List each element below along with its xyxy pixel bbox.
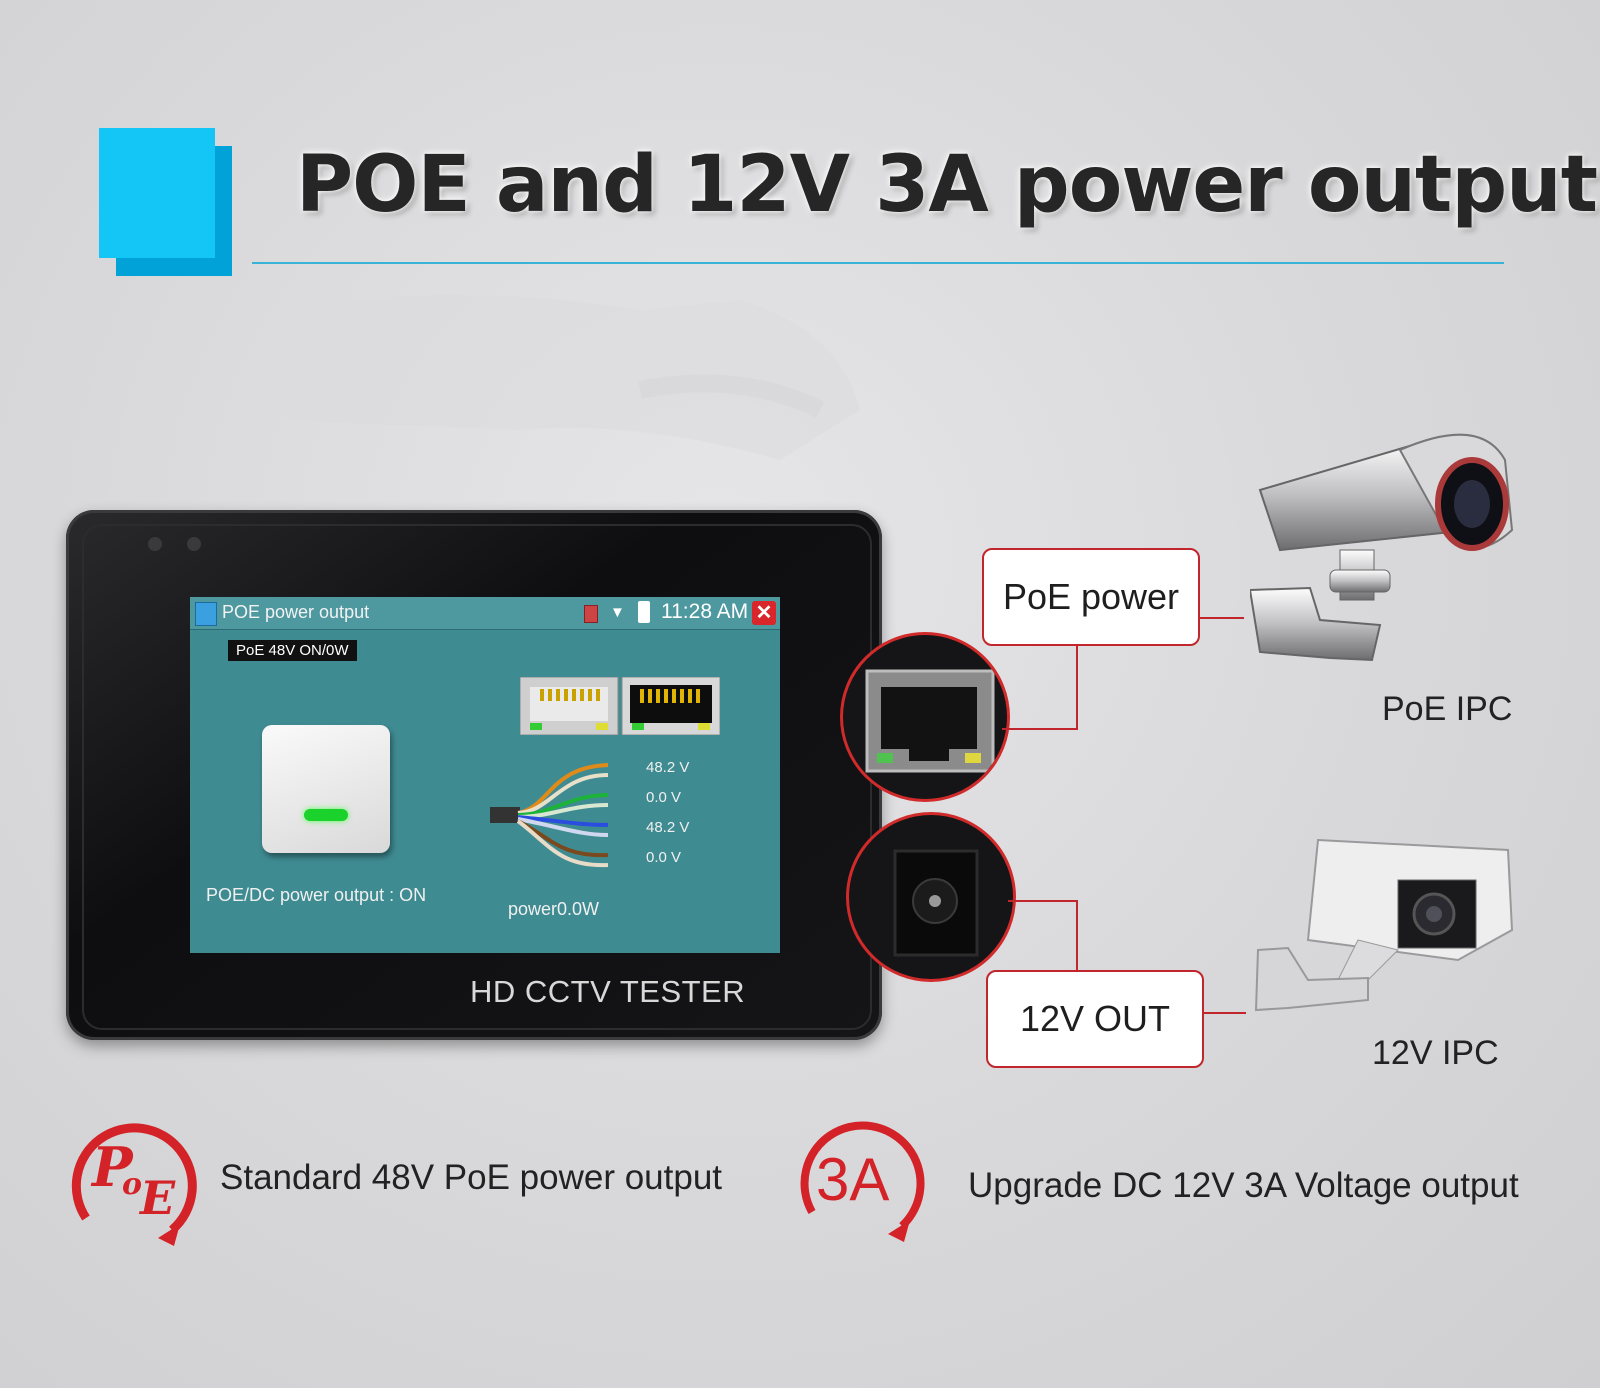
wifi-icon: ▼	[610, 604, 625, 621]
pair-4-voltage: 0.0 V	[646, 849, 682, 866]
screen-window-title: POE power output	[222, 602, 370, 622]
sensor-dot	[187, 537, 201, 551]
close-icon[interactable]: ✕	[752, 601, 776, 625]
feature-poe-text: Standard 48V PoE power output	[220, 1158, 723, 1197]
background-ghost-image	[260, 295, 860, 460]
svg-text:3A: 3A	[816, 1146, 889, 1213]
svg-text:P: P	[90, 1135, 134, 1199]
device-label: HD CCTV TESTER	[470, 974, 746, 1009]
pair-3-voltage: 48.2 V	[646, 819, 690, 836]
poe-ipc-label: PoE IPC	[1382, 690, 1513, 728]
dc-jack-icon	[893, 849, 979, 957]
dc-jack-zoom	[846, 812, 1016, 982]
rj45-port-zoom	[840, 632, 1010, 802]
screen-status-bar: POE power output ▼ 11:28 AM ✕	[190, 597, 780, 630]
callout-connector	[1008, 900, 1078, 902]
box-camera-icon	[1254, 838, 1514, 1012]
battery-icon	[638, 601, 650, 623]
svg-text:o: o	[122, 1167, 142, 1202]
pair-1-voltage: 48.2 V	[646, 759, 690, 776]
power-output-value: power0.0W	[508, 899, 600, 919]
poe-status-badge: PoE 48V ON/0W	[228, 640, 357, 661]
record-icon	[584, 605, 598, 623]
app-icon	[195, 602, 217, 626]
pair-2-voltage: 0.0 V	[646, 789, 682, 806]
feature-3a-text: Upgrade DC 12V 3A Voltage output	[968, 1166, 1519, 1205]
title-divider	[252, 262, 1504, 264]
3a-logo-icon: 3A	[800, 1121, 925, 1242]
device-screen: POE power output ▼ 11:28 AM ✕ PoE 48V ON…	[190, 597, 780, 953]
power-output-status: POE/DC power output : ON	[206, 885, 427, 905]
callout-connector	[1202, 1012, 1246, 1014]
sensor-dot	[148, 537, 162, 551]
poe-power-callout: PoE power	[982, 548, 1200, 646]
poe-logo-icon: P o E	[71, 1123, 197, 1246]
callout-connector	[1002, 728, 1078, 730]
page-title: POE and 12V 3A power output	[296, 140, 1598, 230]
rj45-ports-icon	[520, 677, 720, 735]
callout-connector	[1076, 900, 1078, 972]
callout-connector	[1076, 645, 1078, 730]
rj45-port-icon	[865, 669, 995, 773]
screen-clock: 11:28 AM	[661, 600, 749, 623]
switch-on-indicator	[304, 809, 348, 821]
title-accent-block	[99, 128, 215, 258]
cable-pairs-icon	[490, 763, 609, 868]
12v-ipc-label: 12V IPC	[1372, 1034, 1499, 1072]
power-toggle-switch[interactable]	[262, 725, 390, 853]
poe-bullet-camera-icon	[1250, 433, 1514, 662]
12v-out-callout: 12V OUT	[986, 970, 1204, 1068]
callout-connector	[1198, 617, 1244, 619]
svg-text:E: E	[138, 1171, 176, 1225]
